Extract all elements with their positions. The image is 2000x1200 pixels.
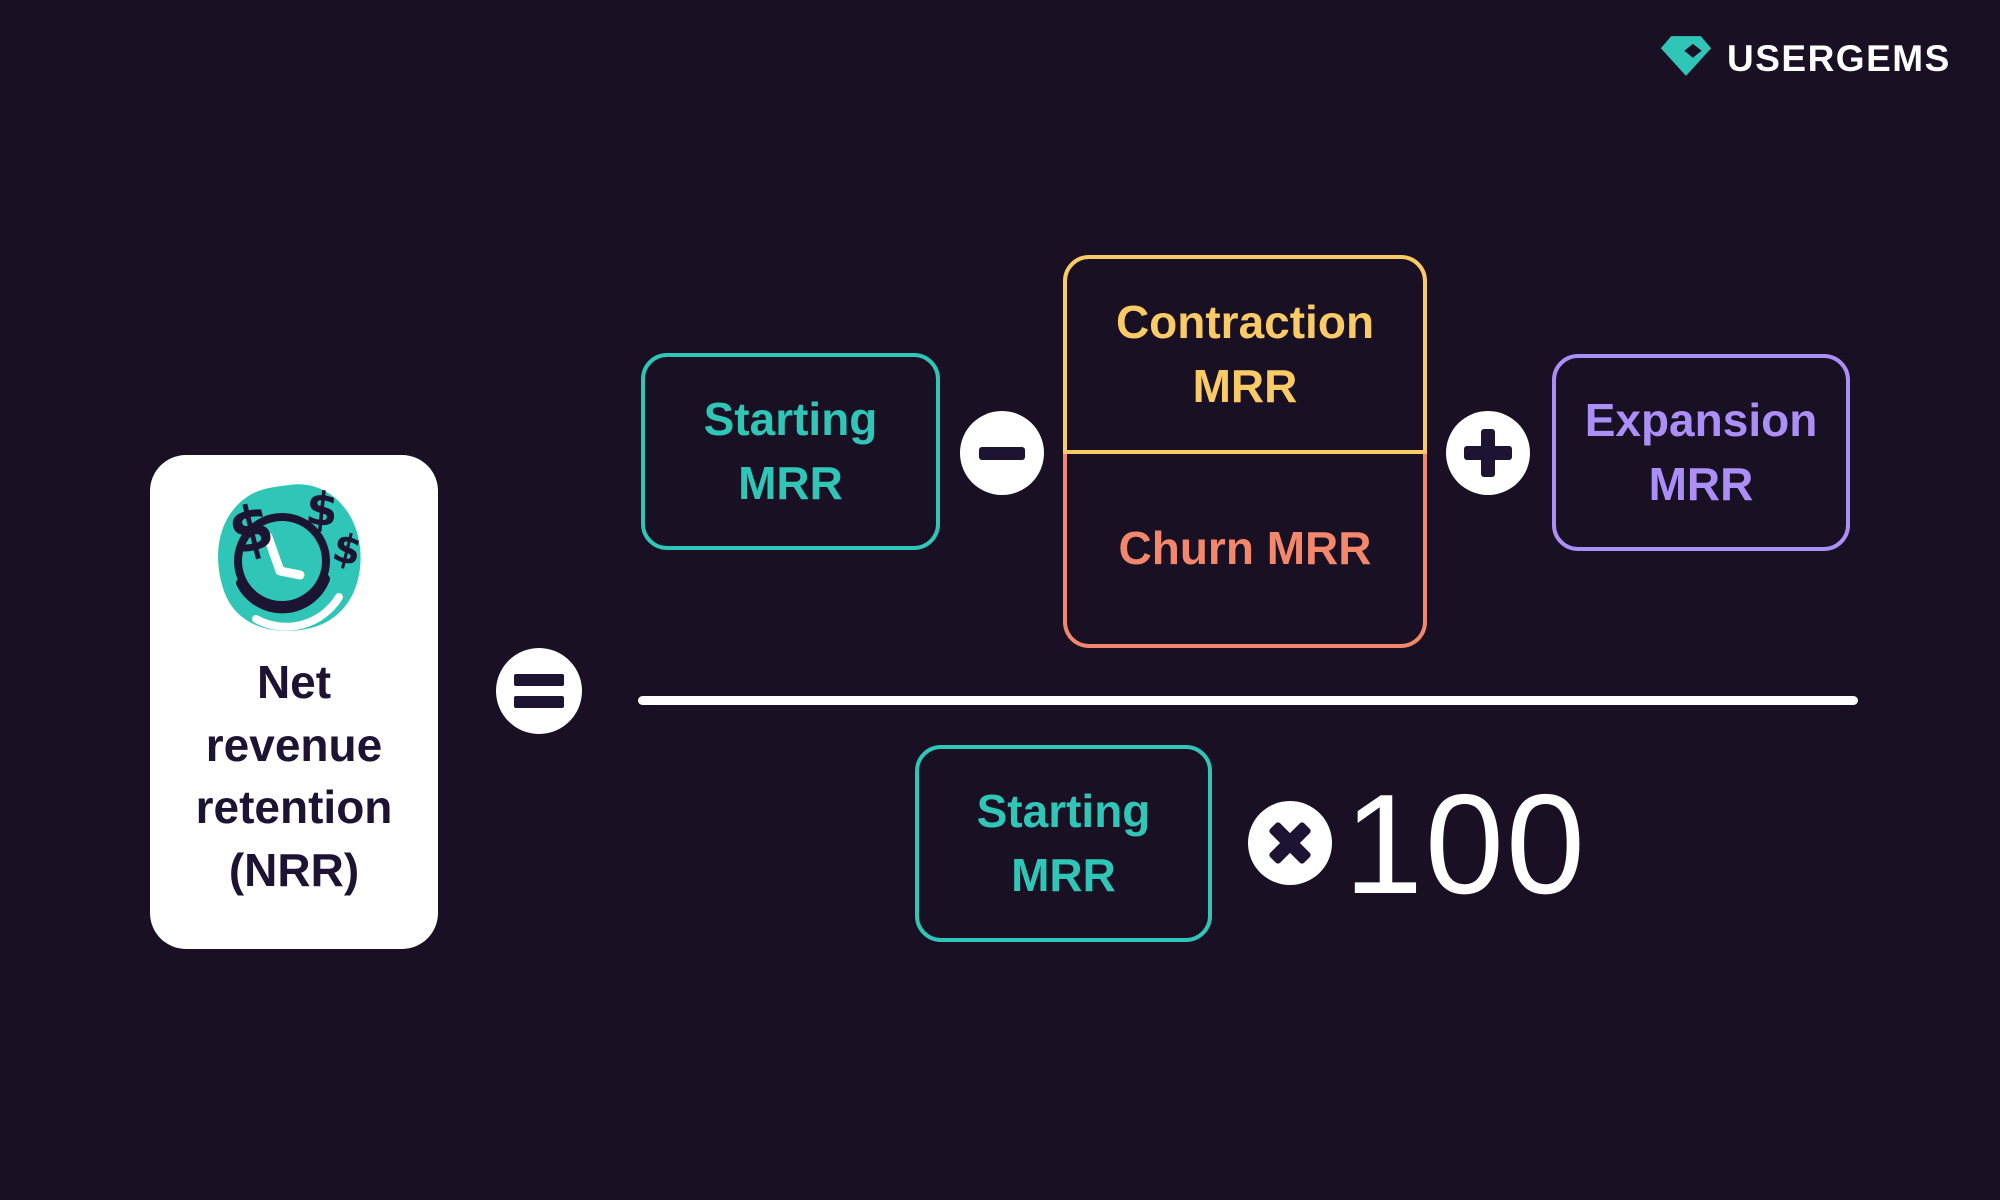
svg-text:$: $ [303, 480, 340, 537]
contraction-mrr-box: Contraction MRR [1063, 255, 1427, 454]
starting-mrr-box-denominator: Starting MRR [915, 745, 1212, 942]
starting-mrr-label: Starting MRR [703, 393, 878, 509]
churn-mrr-label: Churn MRR [1118, 522, 1372, 575]
gem-icon [1660, 34, 1712, 83]
brand-logo: USERGEMS [1660, 34, 1951, 83]
minus-icon [960, 411, 1044, 495]
multiplier-value: 100 [1344, 765, 1587, 924]
brand-name: USERGEMS [1727, 37, 1951, 79]
nrr-definition-label: Net revenue retention (NRR) [195, 656, 393, 896]
plus-icon [1446, 411, 1530, 495]
starting-mrr-label: Starting MRR [976, 785, 1151, 901]
churn-mrr-box: Churn MRR [1063, 454, 1427, 648]
expansion-mrr-box: Expansion MRR [1552, 354, 1850, 551]
equals-icon [496, 648, 582, 734]
contraction-mrr-label: Contraction MRR [1115, 296, 1375, 412]
nrr-definition-card: $ $ $ Net revenue retention (NRR) [150, 455, 438, 949]
fraction-bar [638, 696, 1858, 705]
money-clock-icon: $ $ $ [184, 469, 404, 674]
starting-mrr-box-numerator: Starting MRR [641, 353, 940, 550]
times-icon [1248, 801, 1332, 885]
expansion-mrr-label: Expansion MRR [1584, 394, 1818, 510]
